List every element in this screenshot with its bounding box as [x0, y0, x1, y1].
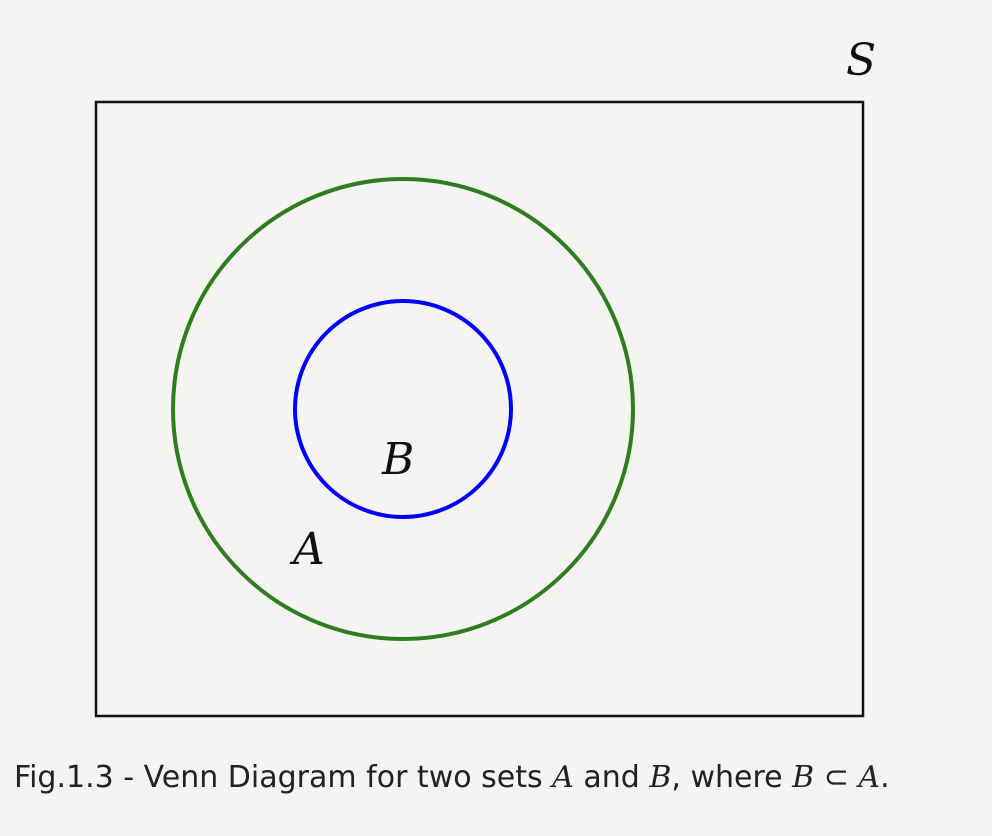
caption-where: , where [671, 760, 793, 795]
caption-prefix: Fig.1.3 - Venn Diagram for two sets [14, 760, 553, 795]
caption-suffix: . [880, 760, 890, 795]
set-b-circle [293, 299, 513, 519]
figure-caption: Fig.1.3 - Venn Diagram for two sets A an… [14, 760, 984, 795]
universe-rectangle [94, 100, 865, 718]
set-b-label: B [381, 434, 414, 485]
set-a-circle [171, 177, 635, 641]
caption-set-b: B [649, 760, 672, 795]
caption-set-a: A [552, 760, 574, 795]
caption-relation-b: B [792, 760, 815, 795]
caption-subset-symbol: ⊂ [814, 760, 859, 795]
set-a-label: A [289, 524, 325, 575]
caption-relation-a: A [858, 760, 881, 795]
caption-and: and [573, 760, 650, 795]
universe-label: S [846, 35, 876, 86]
venn-diagram: S B A [94, 35, 876, 718]
